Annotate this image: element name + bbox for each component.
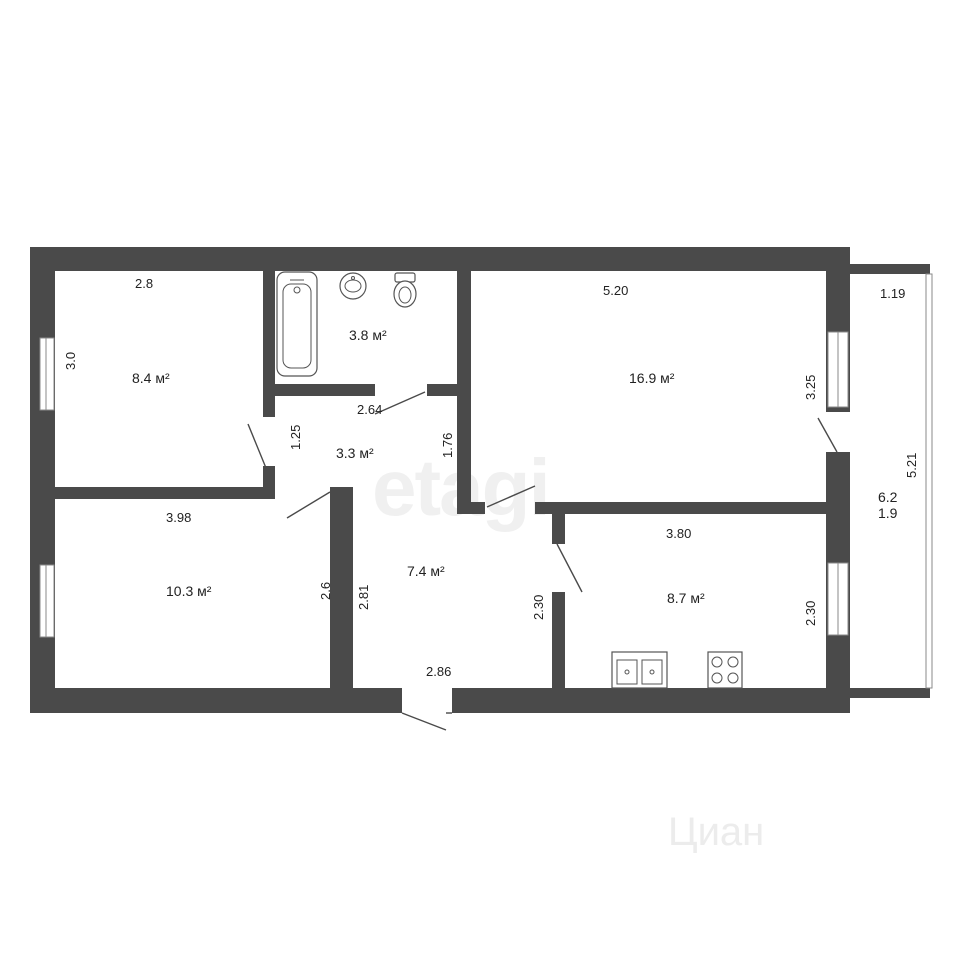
bathtub-icon	[276, 271, 318, 377]
door-kitchen	[556, 543, 583, 593]
dim-hall-left: 2.81	[356, 585, 371, 610]
window-bedroom2	[39, 564, 55, 638]
area-balcony: 6.2	[878, 489, 898, 505]
cian-watermark: Циан	[668, 810, 764, 854]
wall-living-left-lower	[457, 396, 471, 514]
wall-left	[30, 247, 55, 713]
dim-kitchen-height: 2.30	[803, 601, 818, 626]
area-bedroom1: 8.4 м²	[132, 370, 170, 386]
dim-bedroom2-height: 2.6	[318, 582, 333, 600]
area-balcony-secondary: 1.9	[878, 505, 898, 521]
dim-balcony-width: 1.19	[880, 286, 905, 301]
wall-hall-left	[330, 487, 353, 688]
walls	[30, 247, 930, 713]
dim-corridor-right: 1.76	[440, 433, 455, 458]
windows	[39, 273, 933, 689]
stove-icon	[707, 651, 743, 689]
dim-living-width: 5.20	[603, 283, 628, 298]
area-bathroom: 3.8 м²	[349, 327, 387, 343]
wall-living-bottom	[535, 502, 826, 514]
window-living	[827, 331, 849, 408]
wall-living-left-upper	[457, 265, 471, 396]
door-balcony	[817, 417, 838, 453]
area-kitchen: 8.7 м²	[667, 590, 705, 606]
balcony-top-wall	[850, 264, 930, 274]
wall-bottom-left	[30, 688, 402, 713]
doors	[247, 391, 838, 731]
dimensions: 2.8 3.0 5.20 3.25 1.19 5.21 2.64 1.25 1.…	[63, 276, 919, 679]
area-hall: 7.4 м²	[407, 563, 445, 579]
room-areas: 8.4 м² 3.8 м² 16.9 м² 3.3 м² 10.3 м² 7.4…	[132, 327, 898, 606]
wall-kitchen-left-upper	[552, 514, 565, 544]
door-entrance	[401, 712, 452, 731]
sink-icon	[339, 272, 367, 300]
area-living: 16.9 м²	[629, 370, 675, 386]
dim-corridor-width: 2.64	[357, 402, 382, 417]
wall-bedroom-divider	[55, 487, 275, 499]
toilet-icon	[393, 272, 417, 308]
wall-kitchen-left-lower	[552, 592, 565, 688]
door-bedroom1	[247, 423, 267, 469]
door-bedroom2	[286, 491, 331, 519]
dim-balcony-length: 5.21	[904, 453, 919, 478]
dim-bedroom1-width: 2.8	[135, 276, 153, 291]
kitchen-sink-icon	[611, 651, 668, 689]
dim-kitchen-width: 3.80	[666, 526, 691, 541]
wall-bottom-right	[452, 688, 850, 713]
wall-bathroom-bottom-left	[263, 384, 375, 396]
dim-bedroom1-height: 3.0	[63, 352, 78, 370]
wall-bedroom1-right-upper	[263, 265, 275, 417]
area-corridor: 3.3 м²	[336, 445, 374, 461]
dim-bedroom2-width: 3.98	[166, 510, 191, 525]
window-bedroom1	[39, 337, 55, 411]
door-bathroom	[374, 391, 426, 415]
dim-hall-right: 2.30	[531, 595, 546, 620]
window-kitchen	[827, 562, 849, 636]
wall-living-left-stub	[457, 502, 485, 514]
dim-living-height: 3.25	[803, 375, 818, 400]
door-living	[486, 485, 536, 508]
window-balcony	[925, 273, 933, 689]
dim-hall-bottom: 2.86	[426, 664, 451, 679]
area-bedroom2: 10.3 м²	[166, 583, 212, 599]
dim-corridor-left: 1.25	[288, 425, 303, 450]
wall-top	[30, 247, 850, 271]
balcony-bottom-wall	[850, 688, 930, 698]
